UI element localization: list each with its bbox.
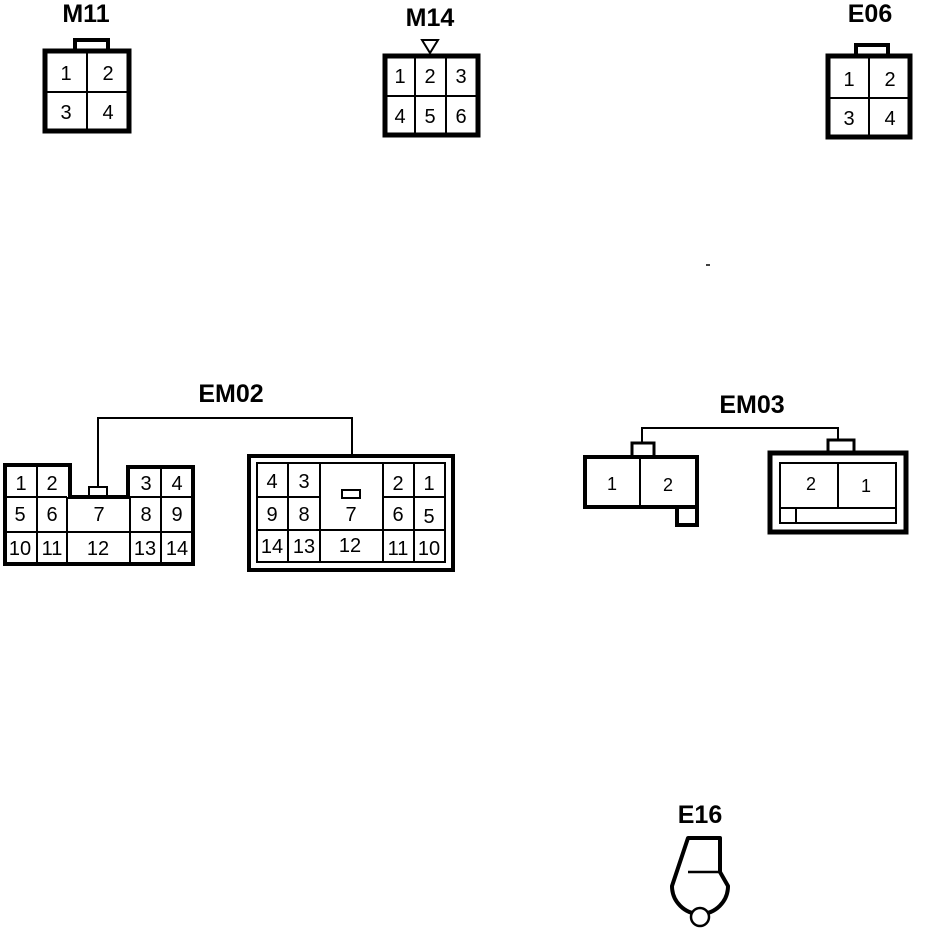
connector-e06-title: E06 [848,0,892,28]
connector-em02-right-half: 4 3 2 1 9 8 7 6 5 14 13 12 11 10 [247,454,455,572]
pin-label: 2 [663,475,673,495]
connector-em03-title: EM03 [719,391,784,419]
connector-em03-left-latch [630,441,656,459]
pin-label: 1 [607,474,617,494]
pin-label: 1 [423,473,434,495]
pin-label: 5 [14,504,25,526]
pin-label: 14 [166,538,188,560]
pin-label: 4 [102,102,113,124]
connector-e16: E16 [670,801,730,928]
connector-em02-right-lock [341,489,361,499]
connector-em03-left-half: 1 2 [583,441,699,527]
connector-m14-title: M14 [406,4,455,32]
pin-label: 1 [861,476,871,496]
connector-em02-left-lock [88,486,108,497]
connector-m14-key-triangle [420,39,440,55]
pin-label: 9 [266,504,277,526]
pin-label: 1 [843,69,854,91]
pin-label: 14 [261,536,283,558]
pin-label: 2 [102,63,113,85]
connector-em02-title: EM02 [198,380,263,408]
connector-m11-title: M11 [62,0,109,28]
pin-label: 7 [93,504,104,526]
pin-label: 2 [424,66,435,88]
connector-e16-title: E16 [678,801,722,829]
pin-label: 4 [394,106,405,128]
pin-label: 3 [455,66,466,88]
pin-label: 3 [60,102,71,124]
connector-e06: E06 1 2 3 4 [825,0,913,140]
connector-em02-right-housing [247,454,455,572]
pin-label: 5 [424,106,435,128]
pin-label: 12 [87,538,109,560]
pin-label: 1 [60,63,71,85]
ground-terminal-icon [670,836,730,916]
connector-em03-right-half: 2 1 [767,438,909,535]
pin-label: 2 [884,69,895,91]
pin-label: 2 [392,473,403,495]
pin-label: 1 [394,66,405,88]
connector-em03-right-key [779,507,797,524]
pin-label: 13 [134,538,156,560]
pin-label: 10 [418,538,440,560]
connector-em03: EM03 1 2 2 1 [583,391,909,535]
pin-label: 3 [140,473,151,495]
connector-m11: M11 1 2 3 4 [42,0,132,134]
pin-label: 2 [806,474,816,494]
connector-em02-left-half: 1 2 3 4 5 6 7 8 9 10 11 12 13 14 [3,463,195,566]
connector-em02: EM02 1 2 3 4 5 6 7 8 9 10 11 12 13 14 [3,380,455,572]
pin-label: 8 [298,504,309,526]
pin-label: 4 [266,471,277,493]
pin-label: 6 [46,504,57,526]
connector-m14: M14 1 2 3 4 5 6 [382,4,481,138]
pin-label: 11 [388,538,409,560]
pin-label: 3 [843,108,854,130]
pin-label: 13 [293,536,315,558]
pin-label: 6 [392,504,403,526]
ground-terminal-eyelet [689,906,711,928]
pin-label: 3 [298,471,309,493]
pin-label: 6 [455,106,466,128]
pin-label: 7 [345,504,356,526]
pin-label: 1 [15,473,26,495]
pin-label: 5 [423,506,434,528]
pin-label: 10 [9,538,31,560]
pin-label: 2 [46,473,57,495]
pin-label: 12 [339,535,361,557]
pin-label: 9 [171,504,182,526]
connector-em02-pair-line [97,417,353,487]
connector-em03-pair-line [641,427,839,443]
pin-label: 8 [140,504,151,526]
pin-label: 11 [42,538,63,560]
pin-label: 4 [171,473,182,495]
pin-label: 4 [884,108,895,130]
